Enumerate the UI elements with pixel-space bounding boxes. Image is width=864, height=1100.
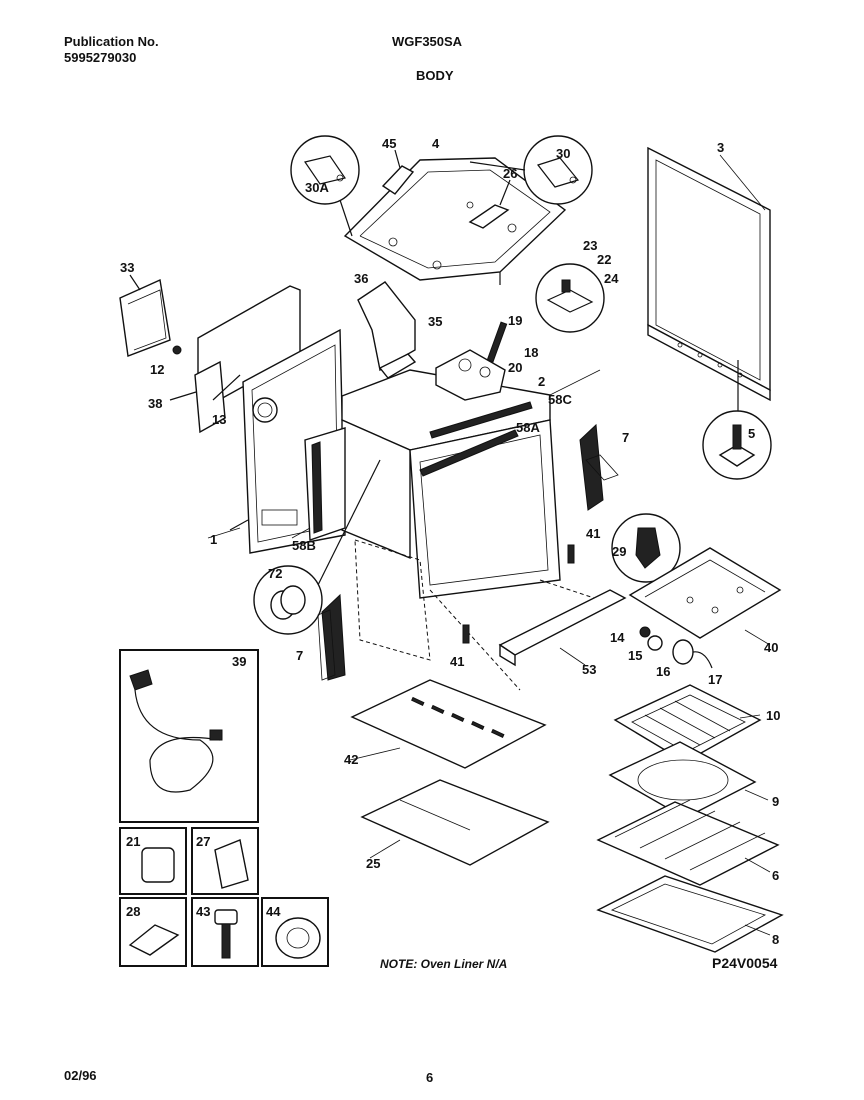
hinge-7-upper-part — [579, 423, 619, 511]
callout-6: 6 — [772, 868, 779, 883]
side-panel-3-part — [647, 146, 771, 420]
publication-number: 5995279030 — [64, 50, 137, 65]
callout-19: 19 — [508, 313, 522, 328]
detail-circle-30 — [469, 135, 593, 205]
callout-41-lower: 41 — [450, 654, 464, 669]
oven-rack-6-part — [596, 799, 780, 886]
model-number: WGF350SA — [392, 34, 463, 49]
part-16 — [672, 639, 694, 665]
callout-9: 9 — [772, 794, 779, 809]
callout-23: 23 — [583, 238, 597, 253]
callout-41-upper: 41 — [586, 526, 600, 541]
callout-53: 53 — [582, 662, 596, 677]
page-number: 6 — [426, 1070, 434, 1085]
callout-43: 43 — [196, 904, 210, 919]
detail-circle-5 — [702, 410, 772, 480]
part-14 — [639, 626, 651, 638]
gasket-58c-part — [429, 401, 533, 439]
part-15 — [647, 635, 663, 651]
duct-36-part — [357, 281, 416, 372]
callout-26: 26 — [503, 166, 517, 181]
callout-2: 2 — [538, 374, 545, 389]
bottom-panel-42-part — [350, 679, 547, 769]
hinge-7-lower-part — [317, 593, 346, 681]
callout-7-upper: 7 — [622, 430, 629, 445]
callout-38: 38 — [148, 396, 162, 411]
callout-30a: 30A — [305, 180, 329, 195]
callout-3: 3 — [717, 140, 724, 155]
bracket-45-part — [381, 149, 415, 195]
callout-4: 4 — [432, 136, 440, 151]
callout-24: 24 — [604, 271, 619, 286]
callout-10: 10 — [766, 708, 780, 723]
callout-39: 39 — [232, 654, 246, 669]
vent-rail-53-part — [498, 589, 627, 667]
callout-22: 22 — [597, 252, 611, 267]
footer-date: 02/96 — [64, 1068, 97, 1083]
detail-circle-29 — [611, 513, 681, 583]
part-12 — [172, 345, 182, 355]
callout-5: 5 — [748, 426, 755, 441]
callout-30: 30 — [556, 146, 570, 161]
callout-36: 36 — [354, 271, 368, 286]
callout-18: 18 — [524, 345, 538, 360]
lower-panel-25-part — [360, 779, 550, 866]
broiler-grid-10-part — [613, 684, 762, 763]
callout-72: 72 — [268, 566, 282, 581]
bracket-41-upper — [567, 544, 575, 564]
callout-15: 15 — [628, 648, 642, 663]
callout-29: 29 — [612, 544, 626, 559]
burner-assembly-part — [435, 321, 508, 401]
diagram-code: P24V0054 — [712, 955, 778, 971]
callout-42: 42 — [344, 752, 358, 767]
broiler-pan-9-part — [608, 741, 757, 819]
callout-58c: 58C — [548, 392, 572, 407]
callout-25: 25 — [366, 856, 380, 871]
oven-cavity-part — [341, 369, 601, 691]
bracket-35-part — [378, 353, 417, 379]
callout-45: 45 — [382, 136, 396, 151]
callout-14: 14 — [610, 630, 625, 645]
callout-1: 1 — [210, 532, 217, 547]
callout-40: 40 — [764, 640, 778, 655]
callout-7-lower: 7 — [296, 648, 303, 663]
callout-28: 28 — [126, 904, 140, 919]
gasket-58a-part — [419, 429, 519, 477]
detail-circle-30a — [290, 135, 360, 237]
callout-21: 21 — [126, 834, 140, 849]
tray-8-part — [596, 875, 784, 953]
drawer-panel-40-part — [628, 547, 782, 639]
callout-20: 20 — [508, 360, 522, 375]
gasket-58b-part — [304, 427, 346, 541]
callout-33: 33 — [120, 260, 134, 275]
callout-8: 8 — [772, 932, 779, 947]
shield-38-part — [169, 360, 226, 434]
bracket-26-part — [468, 179, 511, 229]
callout-58b: 58B — [292, 538, 316, 553]
oven-liner-note: NOTE: Oven Liner N/A — [380, 957, 508, 971]
detail-circle-24 — [535, 263, 605, 333]
callout-13: 13 — [212, 412, 226, 427]
bracket-41-lower — [462, 624, 470, 644]
cover-33-part — [119, 274, 171, 357]
detail-circle-72 — [253, 459, 381, 635]
publication-label: Publication No. — [64, 34, 159, 49]
callout-17: 17 — [708, 672, 722, 687]
callout-44: 44 — [266, 904, 281, 919]
callout-16: 16 — [656, 664, 670, 679]
callout-12: 12 — [150, 362, 164, 377]
part-17 — [692, 651, 713, 669]
callout-58a: 58A — [516, 420, 540, 435]
callout-35: 35 — [428, 314, 442, 329]
callout-27: 27 — [196, 834, 210, 849]
section-title: BODY — [416, 68, 454, 83]
